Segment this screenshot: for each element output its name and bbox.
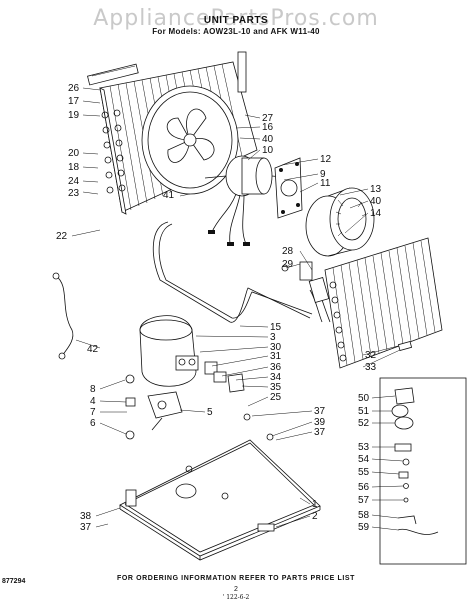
callout-42: 42 — [87, 344, 99, 355]
callout-36: 36 — [270, 362, 282, 373]
refrigerant-tubing — [52, 221, 313, 360]
callout-26: 26 — [68, 83, 80, 94]
callout-37-lower: 37 — [80, 522, 92, 533]
callout-25: 25 — [270, 392, 282, 403]
callout-27: 27 — [262, 113, 274, 124]
fan-motor — [204, 155, 293, 246]
callout-7: 7 — [90, 407, 96, 418]
ordering-info-footer: FOR ORDERING INFORMATION REFER TO PARTS … — [116, 575, 356, 582]
callout-12: 12 — [320, 154, 332, 165]
callout-55: 55 — [358, 467, 370, 478]
callout-9: 9 — [320, 169, 326, 180]
print-stamp: ' 122-6-2 — [222, 594, 250, 601]
callout-15: 15 — [270, 322, 282, 333]
callout-30: 30 — [270, 342, 282, 353]
callout-39: 39 — [314, 417, 326, 428]
base-pan — [119, 439, 321, 561]
callout-58: 58 — [358, 510, 370, 521]
callout-41: 41 — [163, 190, 175, 201]
terminal-parts — [125, 261, 313, 441]
callout-54: 54 — [358, 454, 370, 465]
callout-5: 5 — [207, 407, 213, 418]
control-parts-panel — [379, 377, 467, 565]
callout-57: 57 — [358, 495, 370, 506]
callout-16: 16 — [262, 122, 274, 133]
leader-lines — [71, 87, 404, 531]
compressor — [139, 315, 199, 387]
callout-28: 28 — [282, 246, 294, 257]
callout-50: 50 — [358, 393, 370, 404]
callout-14: 14 — [370, 208, 382, 219]
callout-34: 34 — [270, 372, 282, 383]
callout-20: 20 — [68, 148, 80, 159]
callout-37-middle: 37 — [314, 427, 326, 438]
callout-19: 19 — [68, 110, 80, 121]
callout-37-upper: 37 — [314, 406, 326, 417]
evaporator-coil — [308, 237, 443, 369]
callout-8: 8 — [90, 384, 96, 395]
watermark: AppliancePartsPros.com — [93, 6, 379, 31]
callout-31: 31 — [270, 351, 282, 362]
callout-2: 2 — [312, 511, 318, 522]
callout-10: 10 — [262, 145, 274, 156]
callout-35: 35 — [270, 382, 282, 393]
callout-32: 32 — [365, 350, 377, 361]
callout-17: 17 — [68, 96, 80, 107]
document-number: 877294 — [2, 578, 26, 585]
callout-38: 38 — [80, 511, 92, 522]
callout-51: 51 — [358, 406, 370, 417]
fan-shroud — [141, 85, 239, 195]
callout-23: 23 — [68, 188, 80, 199]
callout-53: 53 — [358, 442, 370, 453]
callout-11: 11 — [320, 178, 331, 189]
callout-24: 24 — [68, 176, 80, 187]
callout-4: 4 — [90, 396, 96, 407]
blower-wheel — [305, 187, 375, 257]
callout-18: 18 — [68, 162, 80, 173]
page-number: 2 — [234, 586, 238, 593]
motor-bracket — [274, 157, 303, 219]
callout-33: 33 — [365, 362, 377, 373]
callout-56: 56 — [358, 482, 370, 493]
callout-29: 29 — [282, 259, 294, 270]
callout-59: 59 — [358, 522, 370, 533]
models-line: For Models: AOW23L-10 and AFK W11-40 — [152, 27, 320, 36]
callout-1: 1 — [312, 499, 318, 510]
diagram-title: UNIT PARTS — [203, 15, 269, 26]
callout-3: 3 — [270, 332, 276, 343]
callout-40-upper: 40 — [262, 134, 274, 145]
callout-13: 13 — [370, 184, 382, 195]
callout-22: 22 — [56, 231, 68, 242]
callout-6: 6 — [90, 418, 96, 429]
callout-52: 52 — [358, 418, 370, 429]
callout-40-lower: 40 — [370, 196, 382, 207]
callout-labels: 26 17 19 20 18 24 23 22 41 42 27 16 40 1… — [56, 83, 382, 533]
